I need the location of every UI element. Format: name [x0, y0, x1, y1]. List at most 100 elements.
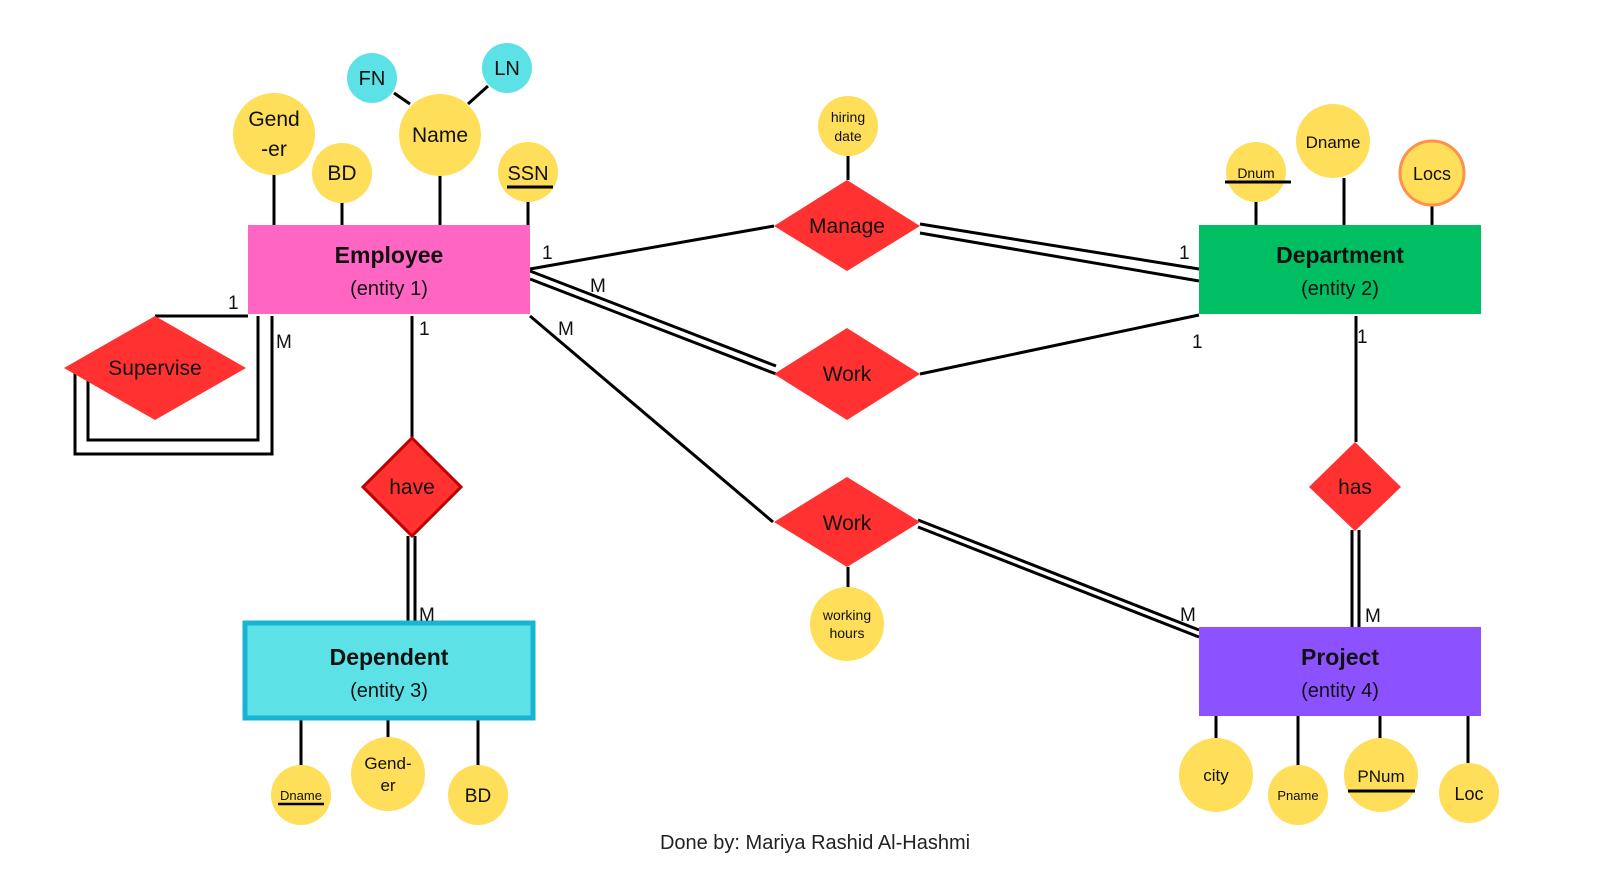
entity-name: Department: [1276, 242, 1404, 268]
attribute-label-line2: hours: [829, 625, 864, 641]
attribute-dependent-bd[interactable]: BD: [448, 765, 508, 825]
cardinality-manage-department: 1: [1179, 243, 1190, 264]
attribute-name[interactable]: Name: [399, 94, 481, 176]
attribute-gender[interactable]: Gend -er: [233, 93, 315, 175]
relationship-work-employee-department[interactable]: Work: [774, 328, 920, 420]
attribute-label: FN: [359, 68, 386, 90]
attribute-city[interactable]: city: [1179, 738, 1253, 812]
relationship-manage[interactable]: Manage: [774, 180, 920, 271]
attribute-bd[interactable]: BD: [312, 143, 372, 203]
relationship-work-employee-project[interactable]: Work: [774, 477, 920, 567]
attribute-pname[interactable]: Pname: [1268, 765, 1328, 825]
attribute-locs[interactable]: Locs: [1398, 139, 1466, 207]
attribute-label: SSN: [507, 163, 548, 185]
attribute-label-line1: hiring: [831, 109, 865, 125]
entity-employee[interactable]: Employee (entity 1): [248, 225, 530, 314]
attribute-label-line1: Gend: [248, 108, 299, 131]
entity-name: Dependent: [330, 644, 449, 670]
employee-manage-link: [529, 224, 775, 271]
attribute-ellipse: [351, 737, 425, 811]
work2-project-link-a: [917, 518, 1200, 632]
relationship-diamond: [774, 328, 920, 420]
cardinality-work2-employee: M: [558, 319, 574, 340]
attribute-label: Name: [412, 124, 468, 147]
attribute-label: Loc: [1454, 784, 1483, 804]
cardinality-labels: 1 1 M 1 M M 1 M 1 M 1 M: [228, 243, 1381, 627]
attribute-ellipse: [1439, 763, 1499, 823]
relationship-diamond: [64, 316, 246, 420]
attribute-dependent-gender[interactable]: Gend- er: [351, 737, 425, 811]
work2-project-link-b: [917, 525, 1200, 639]
entity-name: Employee: [335, 242, 444, 268]
attribute-label-line1: Gend-: [364, 754, 411, 773]
cardinality-work2-project: M: [1180, 605, 1196, 626]
relationship-diamond: [774, 180, 920, 271]
relationship-label: Manage: [809, 215, 885, 238]
attribute-working-hours[interactable]: working hours: [810, 587, 884, 661]
attribute-ellipse: [271, 765, 331, 825]
attribute-dname[interactable]: Dname: [1296, 104, 1370, 178]
employee-work1-link-b: [529, 277, 777, 376]
attribute-dependent-dname[interactable]: Dname: [271, 765, 331, 825]
relationship-label: Work: [823, 363, 872, 386]
attribute-ellipse: [1398, 139, 1466, 207]
attribute-label-line2: er: [380, 776, 395, 795]
relationship-label: Supervise: [108, 357, 201, 380]
attribute-ellipse: [312, 143, 372, 203]
attribute-ellipse: [810, 587, 884, 661]
cardinality-have-dependent: M: [419, 605, 435, 626]
attribute-label: Dname: [1306, 133, 1361, 152]
cardinality-supervise-supervisor: 1: [228, 293, 239, 314]
entity-project-box: [1199, 627, 1481, 716]
attribute-ellipse: [1268, 765, 1328, 825]
relationship-has[interactable]: has: [1309, 442, 1401, 531]
attribute-loc[interactable]: Loc: [1439, 763, 1499, 823]
entity-dependent-box: [242, 620, 536, 721]
employee-work2-link: [529, 314, 774, 524]
relationship-label: have: [389, 476, 435, 499]
relationship-have[interactable]: have: [360, 435, 464, 539]
attribute-hiring-date[interactable]: hiring date: [818, 96, 878, 156]
attribute-label: city: [1203, 766, 1229, 785]
attribute-ellipse: [1226, 142, 1286, 202]
cardinality-work1-employee: M: [590, 276, 606, 297]
cardinality-supervise-supervisee: M: [276, 332, 292, 353]
name-ln-link: [466, 84, 490, 106]
relationship-supervise[interactable]: Supervise: [64, 316, 246, 420]
entity-subtitle: (entity 2): [1301, 278, 1379, 300]
attribute-label: Pname: [1277, 788, 1318, 803]
relationship-label: has: [1338, 476, 1372, 499]
attribute-ellipse: [233, 93, 315, 175]
entity-subtitle: (entity 3): [350, 680, 428, 702]
entity-name: Project: [1301, 644, 1379, 670]
attribute-label: PNum: [1357, 767, 1404, 786]
attribute-label-line2: date: [834, 128, 861, 144]
attribute-dnum[interactable]: Dnum: [1225, 142, 1291, 202]
entity-employee-box: [248, 225, 530, 314]
attribute-label: LN: [494, 58, 520, 80]
attribute-ssn[interactable]: SSN: [498, 142, 558, 202]
relationship-diamond: [774, 477, 920, 567]
entity-department[interactable]: Department (entity 2): [1199, 225, 1481, 314]
attribute-ellipse: [1179, 738, 1253, 812]
entity-subtitle: (entity 1): [350, 278, 428, 300]
attribute-label: BD: [327, 162, 356, 185]
attribute-label-line1: working: [822, 607, 871, 623]
author-credit: Done by: Mariya Rashid Al-Hashmi: [659, 832, 971, 854]
attribute-fn[interactable]: FN: [347, 53, 397, 103]
attribute-ellipse: [347, 53, 397, 103]
relationship-diamond: [1309, 442, 1401, 531]
cardinality-have-employee: 1: [419, 319, 430, 340]
relationship-diamond: [360, 435, 464, 539]
attribute-pnum[interactable]: PNum: [1344, 738, 1418, 812]
name-fn-link: [393, 91, 411, 106]
cardinality-has-department: 1: [1357, 327, 1368, 348]
entity-project[interactable]: Project (entity 4): [1199, 627, 1481, 716]
attribute-ln[interactable]: LN: [482, 43, 532, 93]
work1-department-link: [919, 313, 1200, 376]
attribute-ellipse: [448, 765, 508, 825]
entity-department-box: [1199, 225, 1481, 314]
entity-dependent[interactable]: Dependent (entity 3): [242, 620, 536, 721]
attribute-label: Locs: [1413, 164, 1451, 184]
employee-work1-link-a: [529, 269, 777, 368]
